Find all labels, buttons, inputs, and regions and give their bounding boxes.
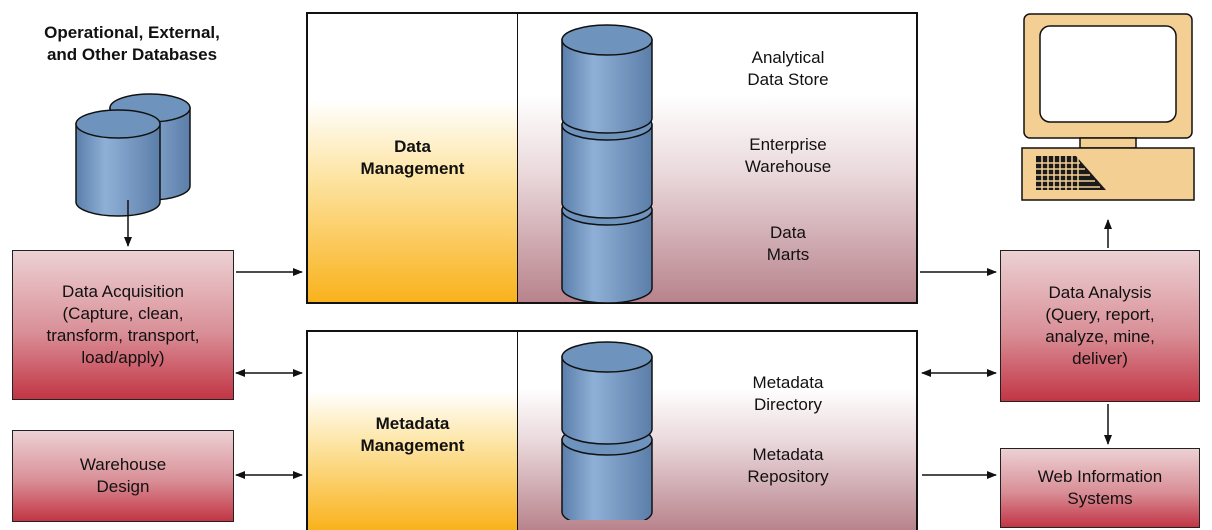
store-analytical: Analytical Data Store: [747, 48, 829, 89]
web-information-systems-box: Web Information Systems: [1000, 448, 1200, 528]
metadata-management-title-line2: Management: [360, 436, 465, 455]
source-database-cylinder-front: [75, 109, 161, 217]
acquisition-line4: load/apply): [81, 348, 165, 367]
data-acquisition-box: Data Acquisition (Capture, clean, transf…: [12, 250, 234, 400]
warehouse-design-line1: Warehouse: [79, 455, 167, 474]
analysis-line3: analyze, mine,: [1045, 327, 1155, 346]
acquisition-line2: (Capture, clean,: [62, 304, 184, 323]
store-metadata-repository: Metadata Repository: [747, 445, 829, 486]
analytical-data-store-cylinder: [561, 24, 653, 134]
sources-title: Operational, External, and Other Databas…: [12, 22, 252, 66]
warehouse-design-box: Warehouse Design: [12, 430, 234, 522]
sources-title-line2: and Other Databases: [46, 45, 218, 64]
analysis-line4: deliver): [1072, 349, 1128, 368]
web-line2: Systems: [1067, 489, 1133, 508]
sources-title-line1: Operational, External,: [44, 23, 220, 42]
data-management-label: Data Management: [308, 14, 518, 302]
analysis-line2: (Query, report,: [1045, 305, 1155, 324]
store-metadata-directory: Metadata Directory: [752, 373, 824, 414]
metadata-management-label: Metadata Management: [308, 332, 518, 530]
web-line1: Web Information: [1037, 467, 1163, 486]
acquisition-line3: transform, transport,: [46, 326, 200, 345]
data-management-title-line1: Data: [394, 137, 431, 156]
warehouse-design-line2: Design: [96, 477, 150, 496]
analysis-line1: Data Analysis: [1048, 283, 1152, 302]
metadata-management-title-line1: Metadata: [375, 414, 450, 433]
data-management-title-line2: Management: [360, 159, 465, 178]
acquisition-line1: Data Acquisition: [62, 282, 184, 301]
store-enterprise: Enterprise Warehouse: [744, 135, 832, 176]
monitor-screen: [1039, 25, 1177, 123]
store-marts: Data Marts: [766, 223, 810, 264]
metadata-management-panel: Metadata Management Metadata Directory M…: [306, 330, 918, 530]
metadata-directory-cylinder: [561, 341, 653, 445]
data-analysis-box: Data Analysis (Query, report, analyze, m…: [1000, 250, 1200, 402]
monitor-stand: [1079, 137, 1137, 149]
